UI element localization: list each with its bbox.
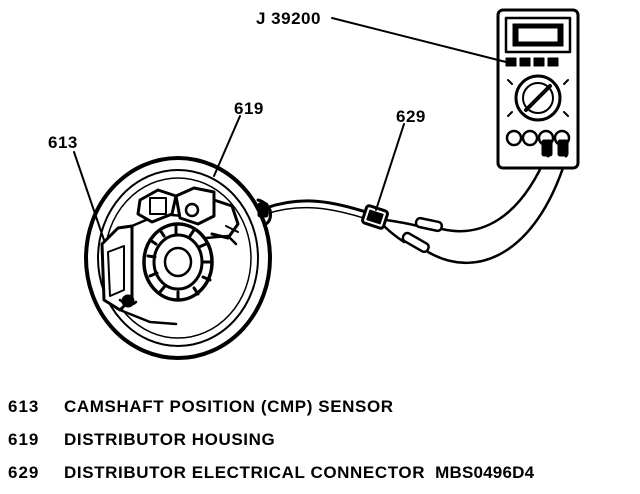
legend-text: DISTRIBUTOR ELECTRICAL CONNECTOR [64, 463, 426, 482]
distributor-housing [84, 156, 272, 360]
callout-j39200: J 39200 [256, 9, 321, 28]
legend-number: 619 [8, 430, 40, 449]
callout-629: 629 [396, 107, 426, 126]
distributor-test-illustration [73, 8, 580, 360]
cmp-sensor [100, 212, 186, 326]
digital-multimeter [496, 8, 580, 170]
sensor-harness [264, 199, 374, 221]
legend-row-619: 619 DISTRIBUTOR HOUSING [8, 431, 640, 464]
legend-number: 613 [8, 397, 40, 416]
legend-number: 629 [8, 463, 40, 482]
callout-613: 613 [48, 133, 78, 152]
legend-row-629: 629 DISTRIBUTOR ELECTRICAL CONNECTOR MBS… [8, 464, 640, 494]
distributor-shaft [136, 186, 240, 302]
parts-legend: 613 CAMSHAFT POSITION (CMP) SENSOR 619 D… [8, 398, 640, 494]
figure-reference: MBS0496D4 [435, 463, 535, 482]
distributor-connector [361, 204, 389, 230]
test-leads [382, 150, 570, 265]
callout-leaders [73, 17, 507, 241]
legend-text: CAMSHAFT POSITION (CMP) SENSOR [64, 397, 394, 416]
legend-text: DISTRIBUTOR HOUSING [64, 430, 276, 449]
legend-row-613: 613 CAMSHAFT POSITION (CMP) SENSOR [8, 398, 640, 431]
callout-619: 619 [234, 99, 264, 118]
